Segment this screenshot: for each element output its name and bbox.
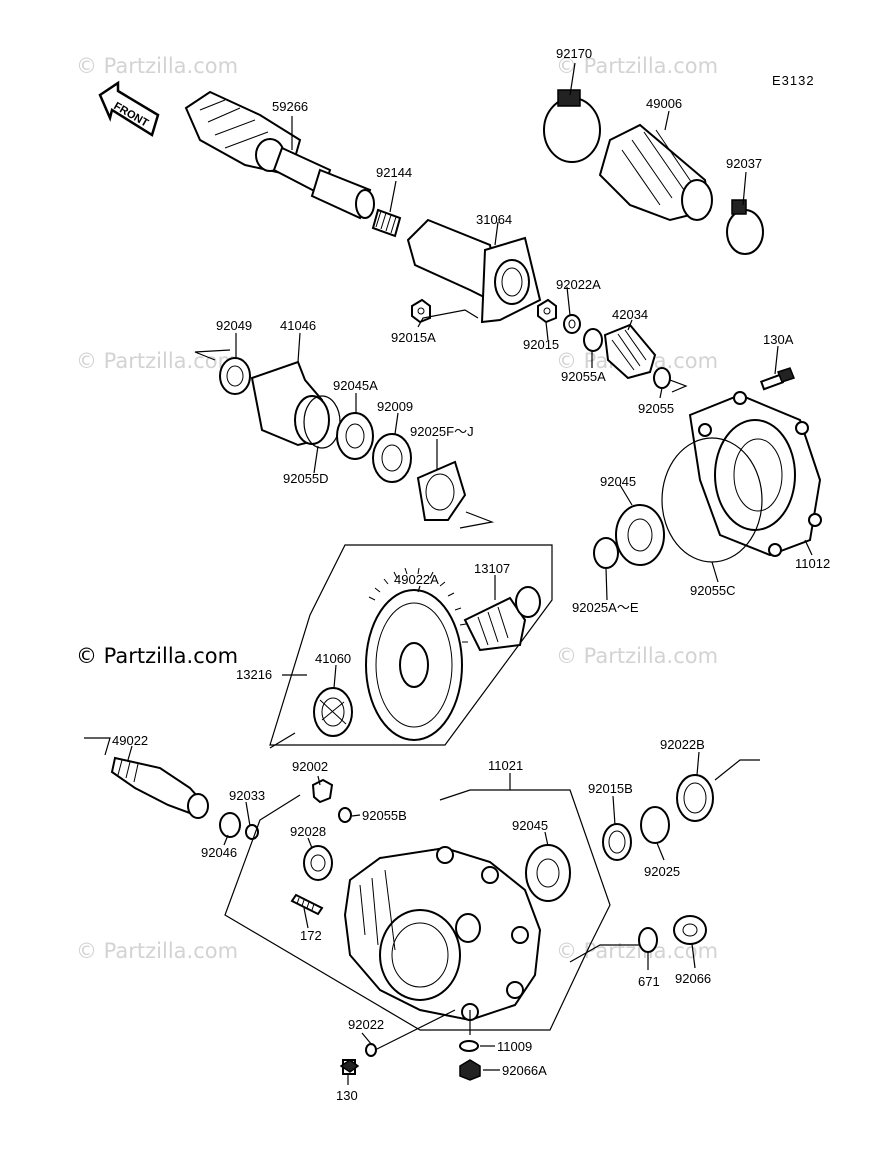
bearing-icon [615, 504, 665, 566]
seal-92049-icon [219, 357, 251, 395]
part-label: 92045 [600, 474, 636, 489]
part-label: 92009 [377, 399, 413, 414]
nut-icon [537, 298, 557, 324]
bearing-icon [525, 844, 571, 902]
leader-lines [84, 62, 813, 1085]
housing-41046-icon [250, 360, 330, 447]
part-label: 92049 [216, 318, 252, 333]
stud-172-icon [290, 893, 324, 916]
watermark: © Partzilla.com [76, 939, 238, 963]
part-label: 92022 [348, 1017, 384, 1032]
part-label: 13107 [474, 561, 510, 576]
part-label: 49022A [394, 572, 439, 587]
part-label: 172 [300, 928, 322, 943]
pinion-gear-49022-icon [110, 756, 209, 819]
shim-icon [640, 806, 670, 844]
washer-11009-icon [459, 1040, 479, 1052]
bearing-icon [336, 412, 374, 460]
part-label: 92055D [283, 471, 329, 486]
part-label: 92028 [290, 824, 326, 839]
spring-icon [371, 208, 402, 238]
case-11021-icon [343, 846, 542, 1022]
plug-92002-icon [311, 778, 334, 804]
part-label: 671 [638, 974, 660, 989]
washer-icon [365, 1043, 377, 1057]
washer-icon [245, 824, 259, 840]
gear-set-box [269, 544, 553, 746]
drive-shaft-icon [184, 90, 375, 220]
part-label: 59266 [272, 99, 308, 114]
part-label: 130A [763, 332, 794, 347]
o-ring-icon [653, 367, 671, 389]
case-outline [224, 789, 611, 1031]
cover-11012-icon [688, 391, 822, 557]
part-label: 13216 [236, 667, 272, 682]
part-label: 92055A [561, 369, 606, 384]
part-label: 92015 [523, 337, 559, 352]
bushing-92028-icon [303, 845, 333, 881]
part-label: 92022A [556, 277, 601, 292]
housing-31064-icon [406, 218, 542, 324]
seal-icon [372, 433, 412, 483]
part-label: 92025 [644, 864, 680, 879]
watermark: © Partzilla.com [76, 349, 238, 373]
part-label: 41046 [280, 318, 316, 333]
shim-icon [593, 537, 619, 569]
part-label: 92002 [292, 759, 328, 774]
watermark-main: © Partzilla.com [76, 644, 238, 668]
lock-nut-92015B-icon [602, 823, 632, 861]
gasket-shim-icon [416, 460, 467, 521]
part-label: 92144 [376, 165, 412, 180]
part-label: 92015B [588, 781, 633, 796]
part-label: 31064 [476, 212, 512, 227]
o-ring-icon [583, 328, 603, 352]
part-label: 11012 [795, 556, 830, 571]
drain-plug-92066A-icon [459, 1059, 481, 1081]
part-label: 92025A～E [572, 600, 639, 615]
part-label: 11009 [497, 1039, 532, 1054]
front-arrow-icon: FRONT [98, 80, 160, 137]
part-label: 92055C [690, 583, 736, 598]
part-label: 92066A [502, 1063, 547, 1078]
nut-icon [411, 298, 431, 324]
part-label: 92045 [512, 818, 548, 833]
part-label: 92037 [726, 156, 762, 171]
part-label: 49006 [646, 96, 682, 111]
o-ring-icon [338, 807, 352, 823]
part-label: 92015A [391, 330, 436, 345]
watermark: © Partzilla.com [556, 644, 718, 668]
bearing-icon [219, 812, 241, 838]
part-label: 41060 [315, 651, 351, 666]
part-label: 11021 [488, 758, 523, 773]
watermark: © Partzilla.com [76, 54, 238, 78]
part-label: 92055B [362, 808, 407, 823]
clamp-92037-icon [726, 199, 764, 255]
part-label: 92046 [201, 845, 237, 860]
part-label: 92022B [660, 737, 705, 752]
bolt-icon [759, 367, 795, 391]
part-label: 42034 [612, 307, 648, 322]
part-label: 92045A [333, 378, 378, 393]
part-label: 130 [336, 1088, 358, 1103]
clamp-92170-icon [543, 89, 601, 163]
watermark: © Partzilla.com [556, 54, 718, 78]
part-label: 49022 [112, 733, 148, 748]
bolt-130-icon [339, 1059, 360, 1075]
part-label: 92055 [638, 401, 674, 416]
part-label: 92033 [229, 788, 265, 803]
part-labels: 59266 92144 31064 92170 49006 92037 9201… [112, 46, 830, 1103]
seal-92066-icon [673, 915, 707, 945]
pinion-spline-icon [463, 586, 541, 652]
washer-icon [563, 314, 581, 334]
diagram-code: E3132 [772, 73, 815, 88]
part-label: 92066 [675, 971, 711, 986]
boot-49006-icon [598, 123, 713, 222]
ring-gear-icon [365, 567, 468, 741]
bearing-41060-icon [313, 687, 353, 737]
lock-washer-92022B-icon [676, 774, 714, 822]
seal-671-icon [638, 927, 658, 953]
part-label: 92170 [556, 46, 592, 61]
part-label: 92025F～J [410, 424, 474, 439]
